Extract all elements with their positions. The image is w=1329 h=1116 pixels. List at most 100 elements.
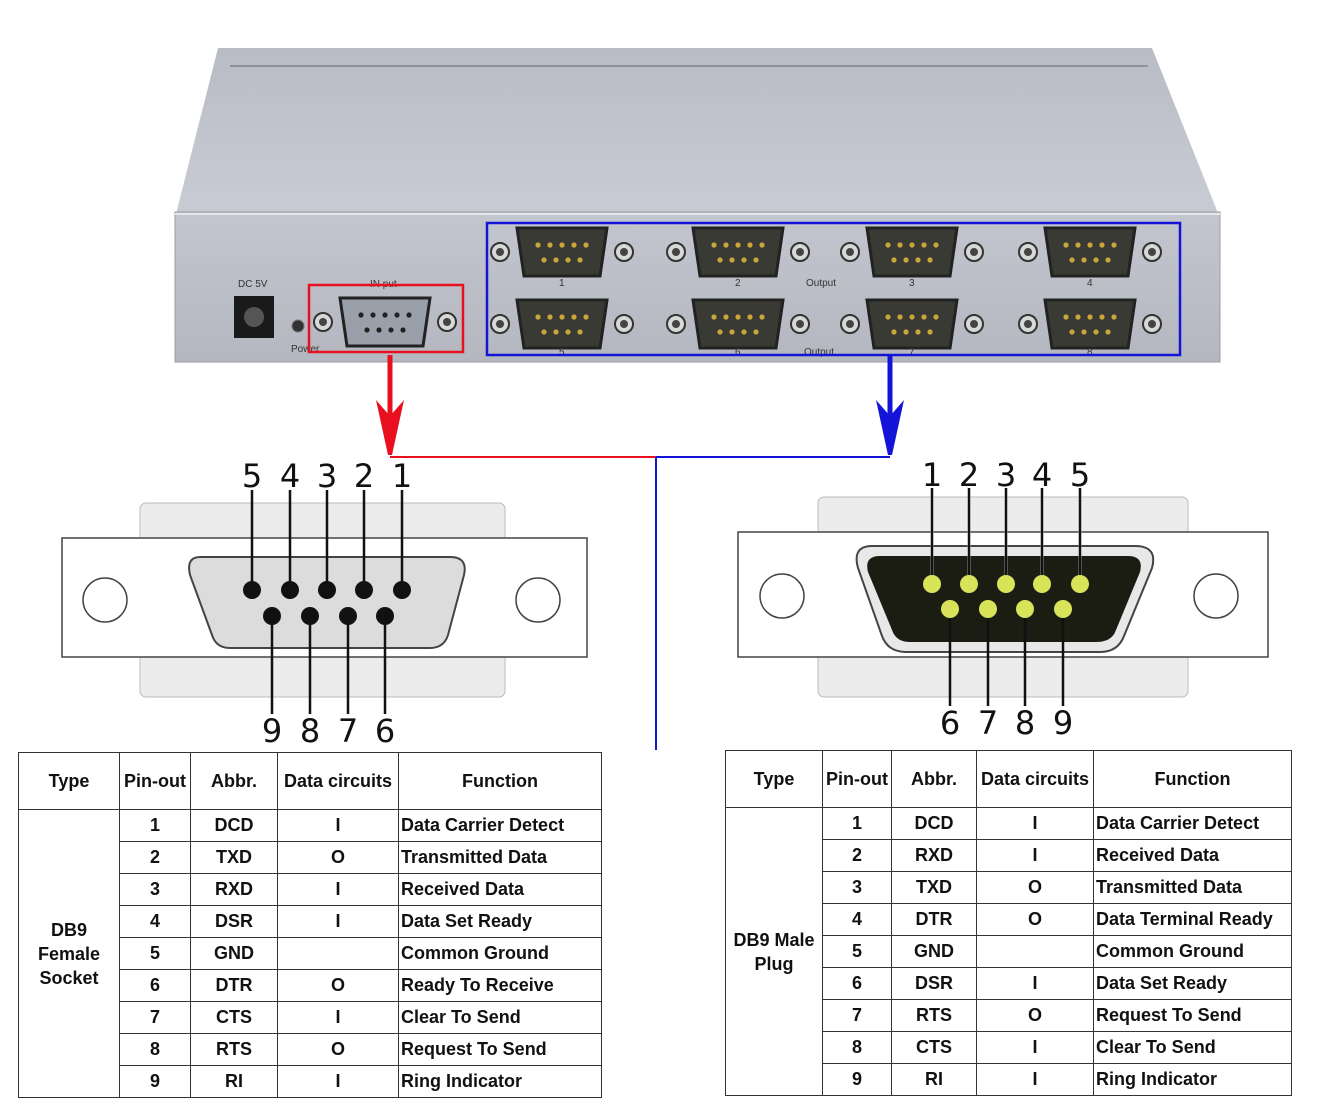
output-port-1-shell [515,226,609,278]
output-port-7-pin [885,314,891,320]
output-port-6-pin [723,314,729,320]
signal-function: Data Terminal Ready [1093,903,1292,936]
data-circuit-direction: O [976,999,1094,1032]
signal-abbr: RXD [891,839,977,872]
header-data-circuits: Data circuits [277,752,399,810]
output-number-6: 6 [735,347,741,358]
male-pin-label: 9 [1053,704,1073,742]
signal-abbr: GND [891,935,977,968]
pin-number: 4 [822,903,892,936]
signal-abbr: DSR [190,905,278,938]
output-port-6-pin [711,314,717,320]
signal-function: Clear To Send [398,1001,602,1034]
output-port-8-pin [1111,314,1117,320]
output-port-7-pin [891,329,897,335]
output-port-2-pin [717,257,723,263]
pin-number: 8 [822,1031,892,1064]
pin-number: 7 [822,999,892,1032]
output-port-3-screw-hole [846,248,854,256]
data-circuit-direction: I [277,1065,399,1098]
output-number-4: 4 [1087,278,1093,289]
output-port-6-screw-hole [672,320,680,328]
input-db9-port-pin [394,312,400,318]
input-db9-port-pin [382,312,388,318]
female-mount-hole-right [515,577,561,623]
signal-abbr: RI [891,1063,977,1096]
red-arrow-head [376,400,404,455]
output-number-1: 1 [559,278,565,289]
input-highlight-box [307,283,465,354]
female-pin-label: 2 [354,457,374,495]
male-pin [1033,575,1051,593]
pin-number: 3 [119,873,191,906]
male-pin [997,575,1015,593]
output-port-8-pin [1069,329,1075,335]
data-circuit-direction: I [976,1063,1094,1096]
output-port-7-pin [915,329,921,335]
female-pin-socket [318,581,336,599]
output-port-6-pin [753,329,759,335]
data-circuit-direction: O [277,969,399,1002]
connector-type-line: Female [37,943,101,964]
output-port-1-pin [577,257,583,263]
output-port-4-pin [1063,242,1069,248]
pin-number: 7 [119,1001,191,1034]
signal-function: Data Carrier Detect [1093,807,1292,840]
signal-abbr: RXD [190,873,278,906]
data-circuit-direction: I [976,839,1094,872]
output-port-8-screw-hole [1148,320,1156,328]
output-port-5-pin [577,329,583,335]
female-pin-socket [376,607,394,625]
output-port-1-pin [553,257,559,263]
female-pin-label: 6 [375,712,395,750]
male-pin [1016,600,1034,618]
output-port-4-pin [1075,242,1081,248]
output-port-1 [490,226,634,278]
pin-number: 5 [822,935,892,968]
data-circuit-direction: I [976,807,1094,840]
output-port-3-shell [865,226,959,278]
output-port-6-pin [729,329,735,335]
output-port-5-pin [571,314,577,320]
output-port-6-shell [691,298,785,350]
output-port-6-pin [717,329,723,335]
output-port-7-pin [909,314,915,320]
output-port-2-pin [729,257,735,263]
header-function: Function [1093,750,1292,808]
output-port-5-pin [547,314,553,320]
header-pinout: Pin-out [822,750,892,808]
output-number-2: 2 [735,278,741,289]
data-circuit-direction: I [277,873,399,906]
input-db9-port-pin [400,327,406,333]
input-db9-port-shell [338,296,432,348]
output-port-8-pin [1093,329,1099,335]
data-circuit-direction: I [277,1001,399,1034]
male-pin [1054,600,1072,618]
output-port-2-screw-hole [796,248,804,256]
male-shell-bottom [817,651,1189,698]
output-port-4-pin [1111,242,1117,248]
dc-jack-hole [244,307,264,327]
output-port-3-pin [885,242,891,248]
output-port-3-pin [927,257,933,263]
output-port-8-pin [1105,329,1111,335]
output-number-7: 7 [909,347,915,358]
output-port-3-pin [891,257,897,263]
header-abbr: Abbr. [891,750,977,808]
male-pin-label: 4 [1032,456,1052,494]
output-port-2-pin [735,242,741,248]
female-d-shell [188,556,466,649]
male-pin-label: 6 [940,704,960,742]
output-port-2-pin [759,242,765,248]
data-circuit-direction: I [976,967,1094,1000]
female-table-header: Type Pin-out Abbr. Data circuits Functio… [18,752,602,810]
male-pin-label: 8 [1015,704,1035,742]
output-port-3-pin [903,257,909,263]
